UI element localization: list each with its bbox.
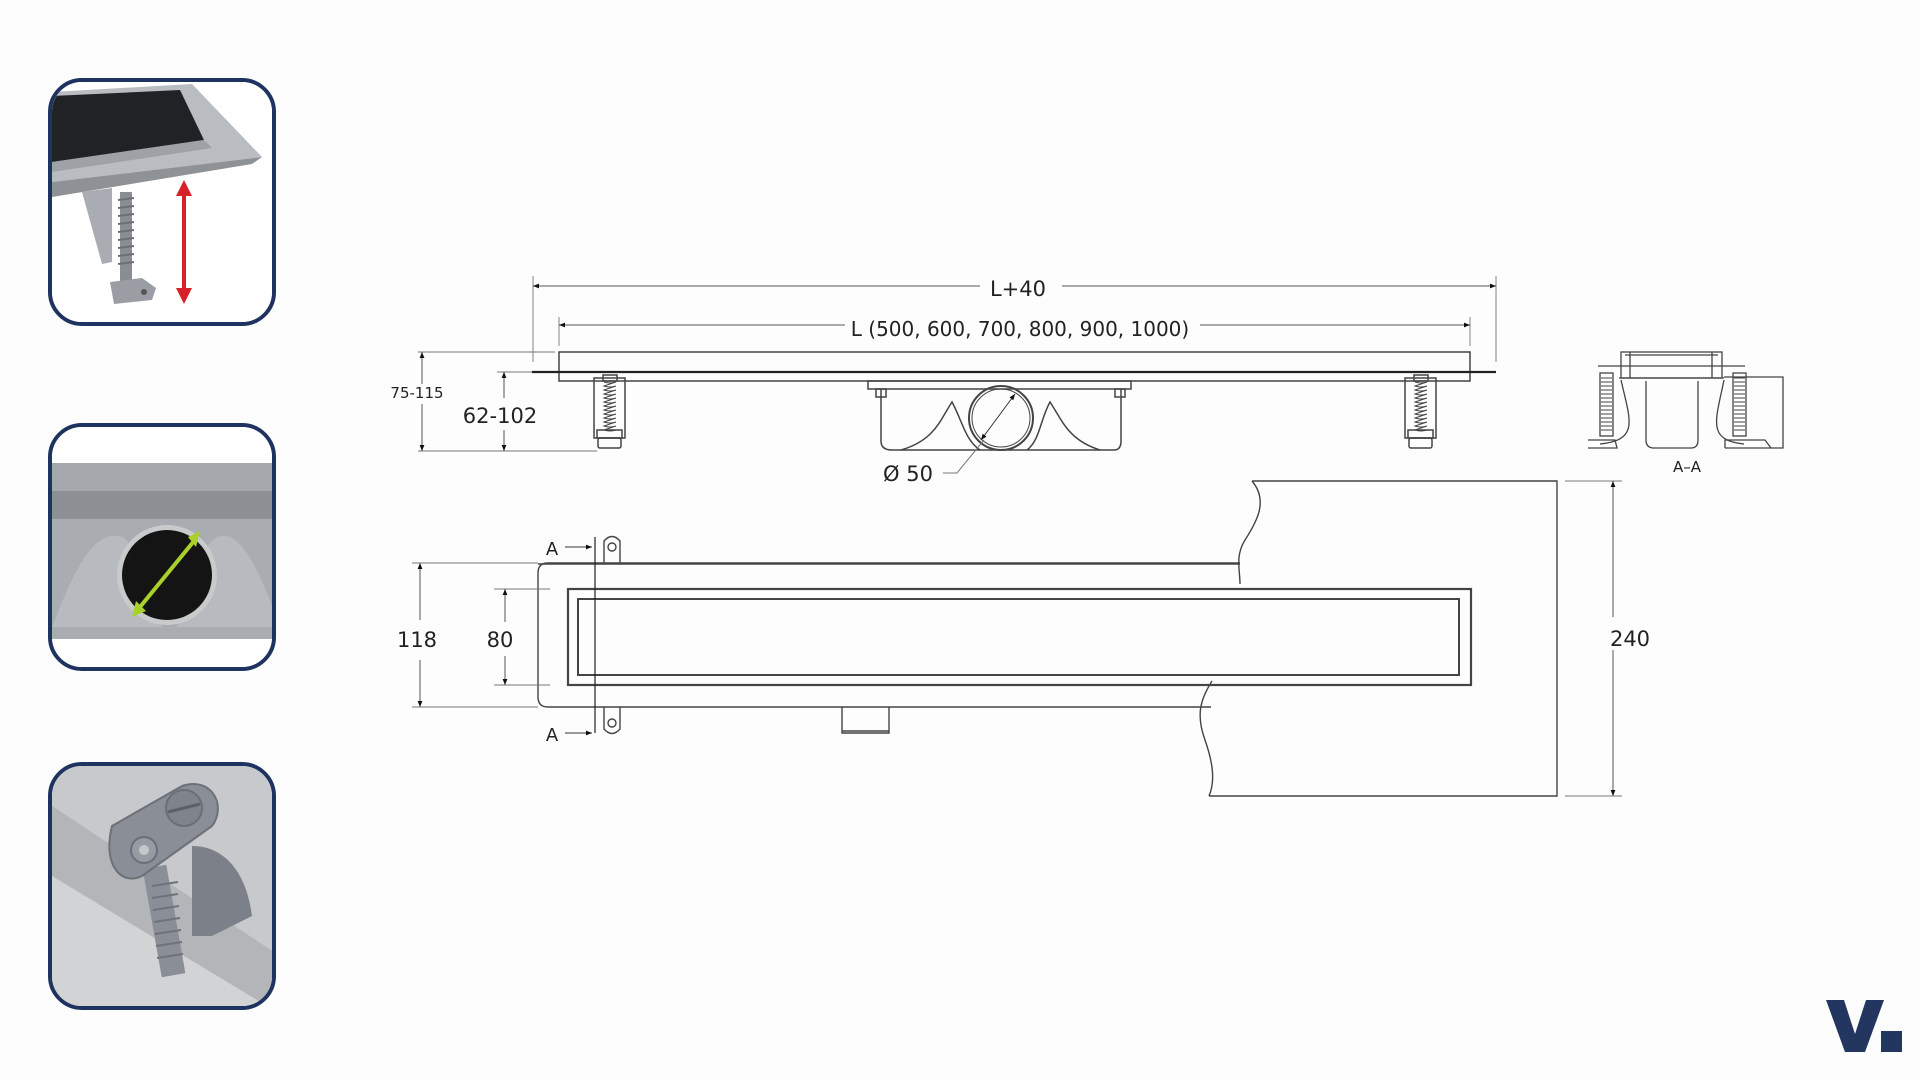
diameter-leader <box>943 439 985 474</box>
left-adjustable-foot <box>593 374 626 449</box>
outlet-stub <box>841 707 890 734</box>
floor-break-bottom <box>1199 680 1214 797</box>
height-adjust-arrow-icon <box>176 180 192 304</box>
panel-mounting-bracket <box>48 762 276 1010</box>
logo-dot-icon <box>1881 1031 1902 1052</box>
grate-insert <box>577 598 1460 676</box>
side-view <box>418 276 1497 474</box>
total-height-label: 75-115 <box>390 384 443 402</box>
floor-slab <box>1209 480 1558 797</box>
channel-body <box>558 351 1471 382</box>
floor-break-top <box>1238 480 1261 585</box>
outlet-diameter-illustration <box>52 427 272 667</box>
panel-height-adjust <box>48 78 276 326</box>
height-adjust-illustration <box>52 82 272 322</box>
overall-length-label: L+40 <box>990 277 1046 301</box>
logo-v-icon <box>1826 1000 1884 1052</box>
mounting-tab-bottom <box>603 707 621 735</box>
right-adjustable-foot <box>1404 374 1437 449</box>
brand-logo <box>1826 1000 1902 1052</box>
mounting-bracket-illustration <box>52 766 272 1006</box>
diameter-arrow-icon <box>132 531 200 617</box>
diameter-dimension <box>980 393 1016 441</box>
section-label: A–A <box>1673 458 1702 476</box>
floor-width-label: 240 <box>1610 627 1650 651</box>
outlet-diameter-label: Ø 50 <box>883 462 933 486</box>
outlet-sump <box>867 380 1132 474</box>
body-width-label: 118 <box>397 628 437 652</box>
section-marker-top: A <box>546 539 559 560</box>
panel-outlet-diameter <box>48 423 276 671</box>
mounting-tab-top <box>603 535 621 563</box>
top-view <box>412 480 1622 797</box>
length-label: L (500, 600, 700, 800, 900, 1000) <box>851 317 1189 341</box>
leg-height-label: 62-102 <box>463 404 537 428</box>
grate-width-label: 80 <box>487 628 514 652</box>
section-marker-bottom: A <box>546 725 559 746</box>
grate-frame <box>566 587 1473 687</box>
section-view-a-a <box>1588 351 1784 449</box>
